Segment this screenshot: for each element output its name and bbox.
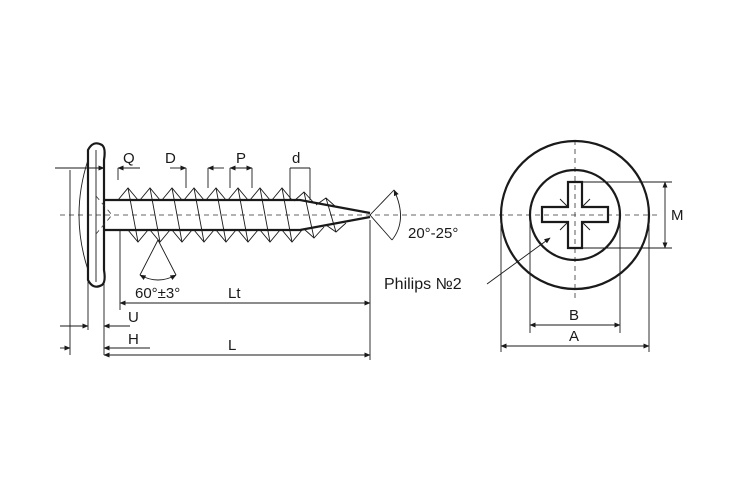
label-q: Q xyxy=(123,150,135,167)
label-lt: Lt xyxy=(228,285,241,302)
label-b: B xyxy=(569,307,579,324)
label-l: L xyxy=(228,337,236,354)
head-dome xyxy=(78,159,89,271)
label-p: P xyxy=(236,150,246,167)
label-drive: Philips №2 xyxy=(384,276,462,293)
label-a: A xyxy=(569,328,579,345)
screw-shank xyxy=(104,198,371,232)
label-point-angle: 20°-25° xyxy=(408,225,458,242)
label-d-upper: D xyxy=(165,150,176,167)
label-u: U xyxy=(128,309,139,326)
washer-outer-circle xyxy=(499,139,651,291)
point-angle-arc xyxy=(391,189,401,241)
thread-angle-lines xyxy=(139,239,177,276)
end-view: M B A Philips №2 xyxy=(384,139,684,352)
side-view: Q D P d 20°-25° 60°±3° Lt U H L xyxy=(55,142,490,360)
screw-head xyxy=(86,142,106,288)
drive-leader-line xyxy=(486,237,551,285)
label-m: M xyxy=(671,207,684,224)
label-thread-angle: 60°±3° xyxy=(135,285,180,302)
label-d-lower: d xyxy=(292,150,300,167)
recess-circle xyxy=(528,168,622,262)
label-h: H xyxy=(128,331,139,348)
